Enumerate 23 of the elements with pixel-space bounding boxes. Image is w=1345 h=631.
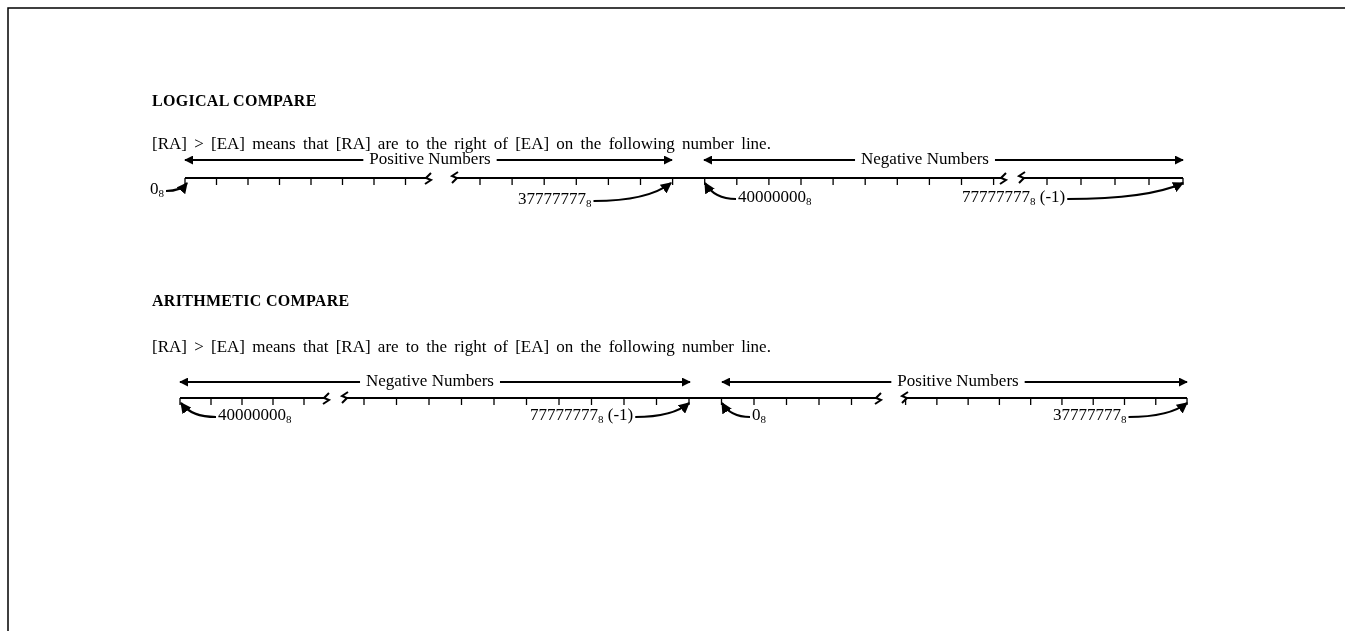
section-heading: ARITHMETIC COMPARE bbox=[152, 291, 350, 311]
leader-arrow bbox=[1128, 402, 1188, 419]
leader-arrow bbox=[635, 402, 690, 419]
range-label: Negative Numbers bbox=[861, 149, 989, 169]
leader-arrow bbox=[704, 182, 737, 201]
leader-arrow bbox=[1067, 181, 1184, 201]
description-text: [RA] > [EA] means that [RA] are to the right of [EA] on the following number line. bbox=[152, 337, 771, 357]
leader-arrow bbox=[721, 402, 751, 419]
range-label: Positive Numbers bbox=[897, 371, 1019, 391]
value-label: 77777777$_{8}$ (-1) bbox=[962, 187, 1066, 207]
range-label: Negative Numbers bbox=[366, 371, 494, 391]
value-label: 37777777$_{8}$ bbox=[1053, 405, 1127, 425]
value-label: 77777777$_{8}$ (-1) bbox=[530, 405, 634, 425]
value-label: 40000000$_{8}$ bbox=[738, 187, 812, 207]
leader-arrow bbox=[165, 182, 188, 195]
value-label: 0$_{8}$ bbox=[150, 179, 164, 199]
value-label: 37777777$_{8}$ bbox=[518, 189, 592, 209]
value-label: 40000000$_{8}$ bbox=[218, 405, 292, 425]
description-text: [RA] > [EA] means that [RA] are to the right of [EA] on the following number line. bbox=[152, 134, 771, 153]
leader-arrow bbox=[593, 182, 672, 203]
value-label: 0$_{8}$ bbox=[752, 405, 766, 425]
section-heading: LOGICAL COMPARE bbox=[152, 91, 317, 111]
leader-arrow bbox=[180, 402, 217, 419]
